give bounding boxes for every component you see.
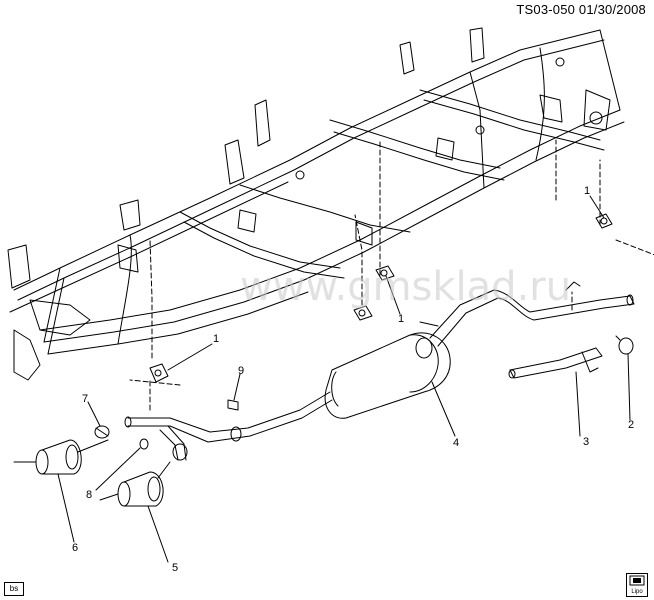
callout-9: 9 [238,365,244,377]
callout-6: 6 [72,542,78,554]
gasket-8 [139,438,188,461]
bolt-9 [227,399,239,411]
badge-glyph-icon [629,575,645,586]
callout-8: 8 [86,489,92,501]
part-number-badge-icon: Lipo [626,573,648,597]
callout-1-right: 1 [584,185,590,197]
exhaust-tip-6 [13,439,109,475]
callout-7: 7 [82,393,88,405]
clamp-2 [615,335,634,355]
callout-4: 4 [453,437,459,449]
callout-2: 2 [628,419,634,431]
part-badge-label: Lipo [631,589,643,595]
vehicle-frame [7,27,625,381]
leader-lines [129,139,654,411]
muffler [324,281,635,419]
callout-labels: 1 1 1 2 3 4 5 6 7 8 9 [72,185,634,574]
callout-3: 3 [583,436,589,448]
callout-5: 5 [172,562,178,574]
callout-leaders [57,195,631,563]
clamp-7 [94,425,110,439]
bs-tag: bs [4,582,24,596]
tailpipe [508,347,603,379]
diagram-code: TS03-050 [516,2,576,17]
diagram-date: 01/30/2008 [578,2,646,17]
callout-1-mid: 1 [398,313,404,325]
exhaust-front-pipe [124,391,333,461]
watermark-text: www.gmsklad.ru [240,264,571,310]
callout-1-left: 1 [213,333,219,345]
exhaust-tip-5 [99,461,171,507]
diagram-header: TS03-050 01/30/2008 [516,2,646,17]
